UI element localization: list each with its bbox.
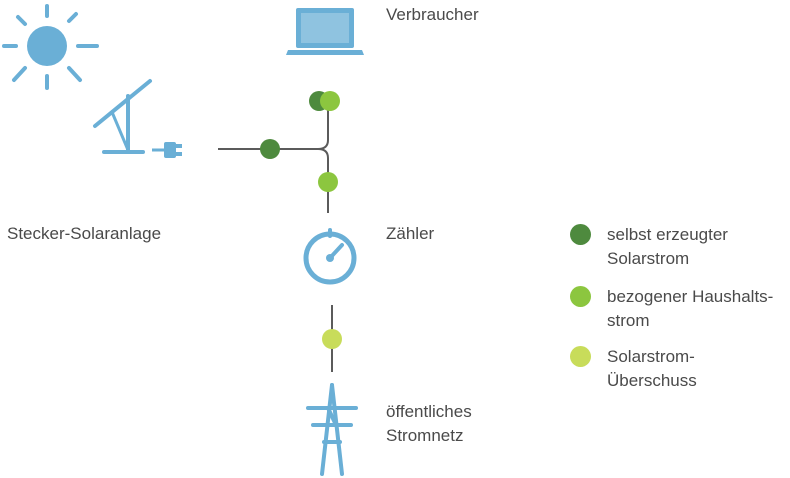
legend-item-household: bezogener Haushalts- strom [570, 285, 773, 333]
household-dot-consumer [320, 91, 340, 111]
grid-label: öffentliches Stromnetz [386, 400, 472, 448]
legend-label-line2: Solarstrom [607, 249, 690, 268]
sun-icon [2, 4, 99, 90]
power-tower-icon [306, 383, 358, 476]
meter-label: Zähler [386, 224, 435, 243]
legend-label-line1: selbst erzeugter [607, 225, 728, 244]
legend-label-line1: bezogener Haushalts- [607, 287, 774, 306]
legend-item-self-generated: selbst erzeugter Solarstrom [570, 223, 728, 271]
surplus-dot-grid [322, 329, 342, 349]
junction-to-meter-line [317, 148, 329, 213]
self-generated-dot-solar-line [260, 139, 280, 159]
grid-label-line2: Stromnetz [386, 426, 464, 445]
laptop-icon [286, 8, 364, 55]
household-dot-meter [318, 172, 338, 192]
solar-panel-icon [93, 79, 152, 154]
plug-icon [152, 142, 182, 158]
legend-label-line2: Überschuss [607, 371, 697, 390]
legend-item-surplus: Solarstrom- Überschuss [570, 345, 697, 393]
consumer-label: Verbraucher [386, 5, 479, 24]
meter-icon [303, 228, 357, 285]
legend-dot-surplus [570, 346, 591, 367]
legend-label-line1: Solarstrom- [607, 347, 695, 366]
solar-plant-label: Stecker-Solaranlage [7, 224, 162, 243]
legend-dot-household [570, 286, 591, 307]
grid-label-line1: öffentliches [386, 402, 472, 421]
legend-label-line2: strom [607, 311, 650, 330]
legend-dot-self-generated [570, 224, 591, 245]
energy-dots [260, 91, 342, 349]
